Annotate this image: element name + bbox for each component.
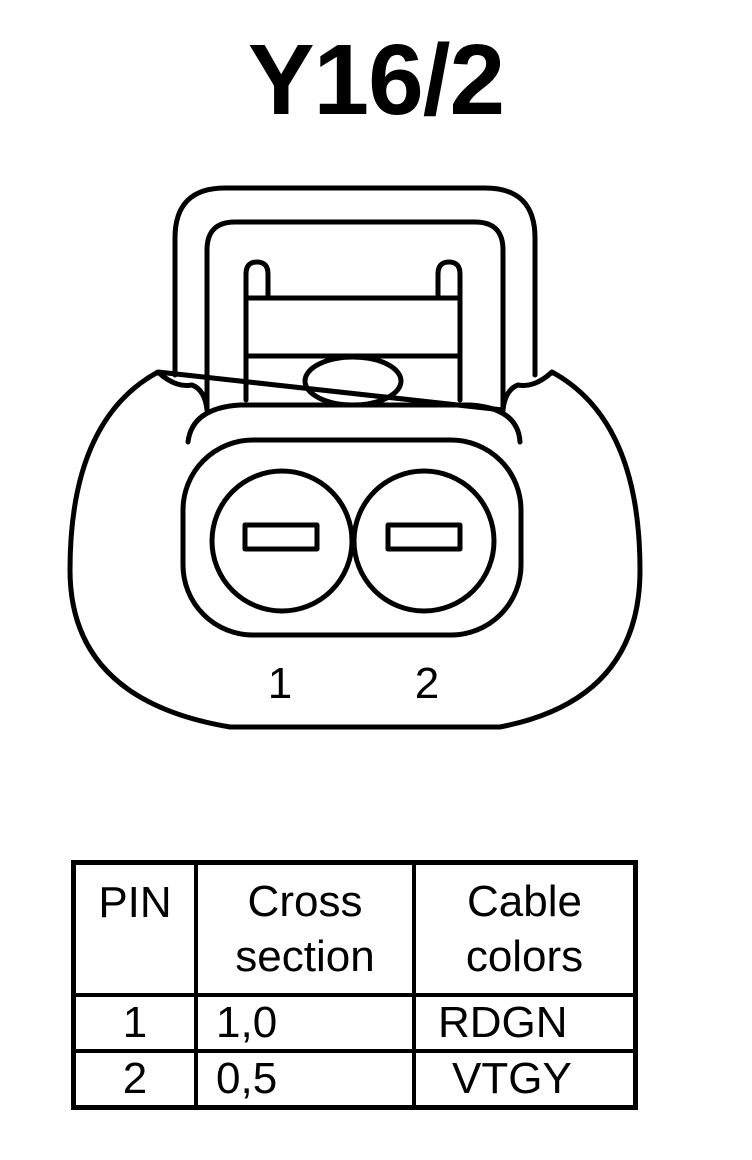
latch-outer — [172, 185, 538, 378]
housing-outer — [67, 369, 643, 730]
connector-drawing: 1 2 — [67, 185, 643, 730]
latch-tab-left — [243, 259, 271, 403]
pin-contact-1 — [242, 522, 320, 552]
row-pin: 1 — [71, 993, 198, 1053]
header-cable-colors: Cable colors — [412, 860, 638, 997]
row-cross-section: 0,5 — [194, 1049, 416, 1110]
header-pin: PIN — [71, 860, 198, 997]
header-cable-line-2: colors — [465, 932, 584, 981]
pin-cavity-1 — [209, 468, 355, 614]
row-cable-color: VTGY — [412, 1049, 638, 1110]
table-header-row: PIN Cross section Cable colors — [71, 860, 638, 997]
header-cross-section: Cross section — [194, 860, 416, 997]
latch-tab-right — [435, 259, 463, 403]
latch-inner — [204, 219, 506, 413]
pin-label-1: 1 — [268, 659, 292, 708]
pin-contact-2 — [385, 522, 463, 552]
pin-cavity-2 — [351, 468, 497, 614]
housing-inner-face — [185, 402, 523, 445]
row-cable-color: RDGN — [412, 993, 638, 1053]
header-cable-line-1: Cable — [467, 877, 582, 926]
table-row: 1 1,0 RDGN — [71, 993, 638, 1053]
pin-label-2: 2 — [415, 659, 439, 708]
header-cross-line-1: Cross — [247, 877, 363, 926]
cavity-surround — [180, 437, 524, 638]
connector-title: Y16/2 — [247, 24, 505, 136]
table-row: 2 0,5 VTGY — [71, 1049, 638, 1110]
header-cross-line-2: section — [235, 932, 375, 981]
row-pin: 2 — [71, 1049, 198, 1110]
pin-table: PIN Cross section Cable colors 1 1,0 RDG… — [71, 860, 638, 1110]
row-cross-section: 1,0 — [194, 993, 416, 1053]
